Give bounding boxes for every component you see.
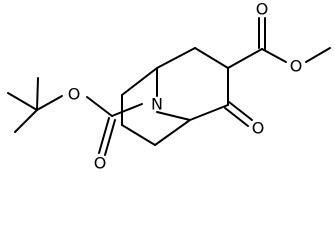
tert-butyl-group bbox=[7, 77, 63, 133]
boc-carbamate bbox=[86, 96, 143, 156]
atom-ester-o-methyl: O bbox=[290, 57, 303, 76]
bond-ket-eq-o-b bbox=[224, 107, 249, 127]
atom-ester-o-tbu: O bbox=[68, 85, 81, 104]
molecule-diagram: O O O N O O bbox=[7, 0, 331, 173]
bond-o-methyl bbox=[305, 47, 331, 63]
bond-bh1-ch2b bbox=[156, 47, 196, 69]
structure-canvas: O O O N O O bbox=[7, 0, 331, 173]
bond-cco-o bbox=[261, 48, 287, 63]
bond-tbu-c-me3 bbox=[36, 77, 39, 111]
bond-bh2-ch2c bbox=[154, 119, 191, 146]
atom-ketone-o: O bbox=[252, 119, 265, 138]
bond-cester-cco bbox=[227, 48, 263, 69]
bond-tbu-c-o bbox=[36, 95, 63, 111]
bond-ch2c-ch2d bbox=[121, 124, 156, 146]
bond-o-carbonyl-c bbox=[86, 96, 113, 117]
bond-n-bh2 bbox=[156, 111, 191, 121]
bicyclic-ring-system bbox=[121, 47, 229, 146]
bond-cket-bh2 bbox=[189, 104, 229, 121]
ketone-group bbox=[224, 101, 253, 127]
bond-boc-c-eq-o-a bbox=[98, 117, 110, 154]
bond-tbu-c-me1 bbox=[7, 92, 38, 111]
bond-ket-eq-o-a bbox=[228, 101, 253, 121]
atom-carbonyl-o-lower: O bbox=[94, 154, 107, 173]
bond-bh1-ch2a bbox=[121, 67, 158, 96]
atom-bridge-n: N bbox=[151, 95, 163, 114]
bond-carbonyl-c-n bbox=[111, 103, 143, 117]
bond-tbu-c-me2 bbox=[14, 109, 38, 133]
atom-carbonyl-o-upper: O bbox=[256, 0, 269, 19]
bond-boc-c-eq-o-b bbox=[104, 119, 116, 156]
methyl-ester-group bbox=[227, 17, 331, 69]
bond-ch2b-cester bbox=[194, 47, 229, 69]
